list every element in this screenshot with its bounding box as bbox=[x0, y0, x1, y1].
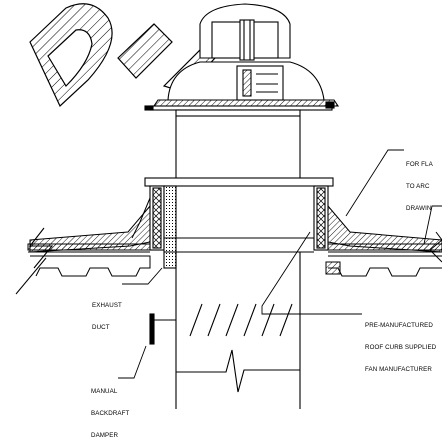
roof-curb-label: PRE-MANUFACTURED ROOF CURB SUPPLIED FAN … bbox=[365, 307, 436, 381]
flashing-note-line-2: TO ARC bbox=[406, 183, 430, 191]
exhaust-fan-hood bbox=[144, 3, 340, 117]
exhaust-duct-line-1: EXHAUST bbox=[92, 301, 122, 309]
damper-line-1: MANUAL bbox=[91, 387, 118, 395]
roof-deck-right bbox=[325, 204, 442, 277]
flashing-note-line-1: FOR FLA bbox=[406, 160, 433, 168]
damper-label: MANUAL BACKDRAFT DAMPER bbox=[91, 373, 129, 447]
exhaust-duct bbox=[175, 252, 301, 409]
exhaust-duct-line-2: DUCT bbox=[92, 324, 110, 332]
exhaust-duct-label: EXHAUST DUCT bbox=[92, 287, 122, 339]
backdraft-damper bbox=[149, 303, 293, 345]
flashing-note-label: FOR FLA TO ARC DRAWIN bbox=[406, 146, 433, 220]
flashing-note-line-3: DRAWIN bbox=[406, 205, 432, 213]
damper-line-3: DAMPER bbox=[91, 432, 119, 440]
roof-curb-shaft bbox=[144, 116, 334, 269]
damper-line-2: BACKDRAFT bbox=[91, 410, 130, 418]
drawing-canvas bbox=[15, 3, 442, 409]
roof-curb-line-1: PRE-MANUFACTURED bbox=[365, 321, 433, 329]
roof-curb-line-3: FAN MANUFACTURER bbox=[365, 366, 432, 374]
roof-fan-detail-drawing: FOR FLA TO ARC DRAWIN EXHAUST DUCT PRE-M… bbox=[15, 3, 442, 439]
roof-deck-left bbox=[15, 197, 151, 295]
roof-curb-line-2: ROOF CURB SUPPLIED bbox=[365, 344, 437, 352]
leader-lines bbox=[118, 149, 442, 379]
